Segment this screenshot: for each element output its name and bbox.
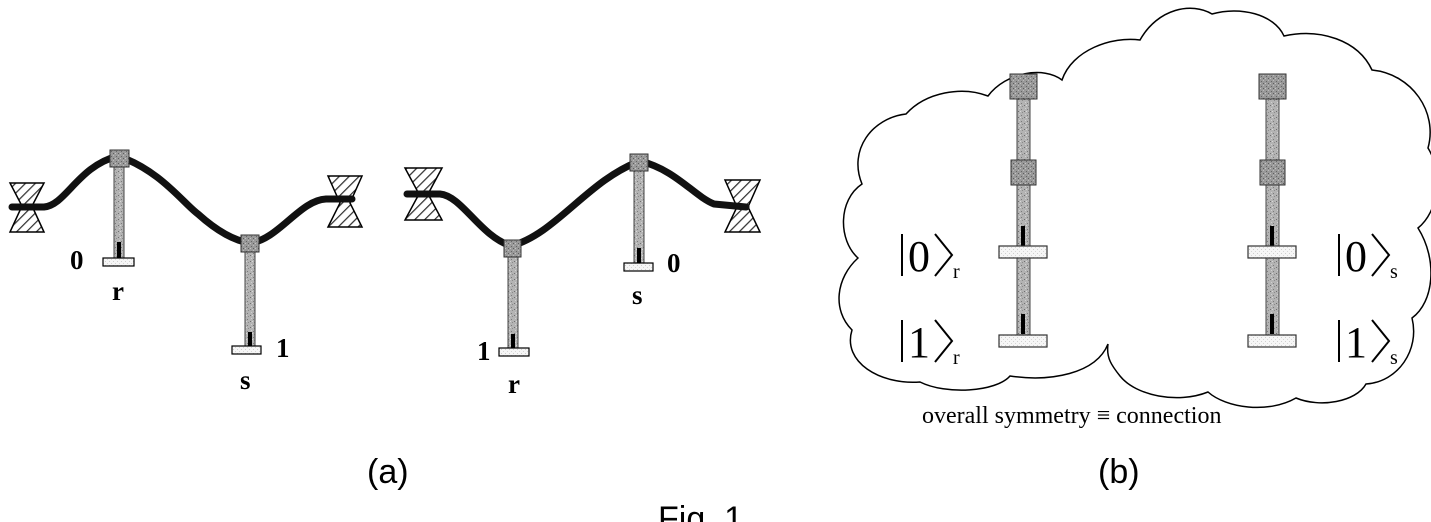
stem-column-s xyxy=(1265,85,1280,339)
ket-s0-subscript: s xyxy=(1390,261,1398,283)
symmetry-note: overall symmetry ≡ connection xyxy=(922,403,1221,429)
caption-a: (a) xyxy=(367,453,409,491)
plate-s-a2 xyxy=(623,262,654,272)
label-s-a2: s xyxy=(632,280,643,310)
top-block-column-s xyxy=(1258,73,1287,100)
top-block-r-a2 xyxy=(503,239,522,258)
caption-b: (b) xyxy=(1098,453,1140,491)
ket-s0: 0 s xyxy=(1338,232,1398,283)
cloud-outline xyxy=(838,7,1431,409)
ket-r1: 1 r xyxy=(901,318,960,369)
top-block-r-a1 xyxy=(109,149,130,168)
ket-r1-value: 1 xyxy=(908,318,930,367)
top-block-s-a2 xyxy=(629,153,649,172)
label-state-r-a1: 0 xyxy=(70,245,84,275)
ket-s1: 1 s xyxy=(1338,318,1398,369)
label-state-s-a1: 1 xyxy=(276,333,290,363)
string-a1 xyxy=(8,152,356,247)
ket-r1-subscript: r xyxy=(953,347,960,369)
label-s-a1: s xyxy=(240,365,251,395)
mid-block-column-r xyxy=(1010,159,1037,186)
plate-column-s-0 xyxy=(1247,245,1297,259)
pointer-column-s-lower xyxy=(1270,314,1274,334)
plate-r-a2 xyxy=(498,347,530,357)
stem-r-a2 xyxy=(507,247,519,349)
figure-caption: Fig. 1 xyxy=(658,500,743,522)
column-s xyxy=(1247,73,1297,348)
pointer-s-a2 xyxy=(637,248,641,263)
pointer-column-s-upper xyxy=(1270,226,1274,246)
ket-r0: 0 r xyxy=(901,232,960,283)
plate-s-a1 xyxy=(231,345,262,355)
label-r-a2: r xyxy=(508,369,520,399)
column-r xyxy=(998,73,1048,348)
label-state-s-a2: 0 xyxy=(667,248,681,278)
pointer-column-r-lower xyxy=(1021,314,1025,334)
ket-s1-value: 1 xyxy=(1345,318,1367,367)
top-block-s-a1 xyxy=(240,234,260,253)
top-block-column-r xyxy=(1009,73,1038,100)
pointer-r-a2 xyxy=(511,334,515,348)
ket-r0-subscript: r xyxy=(953,261,960,283)
ket-s1-subscript: s xyxy=(1390,347,1398,369)
ket-s0-value: 0 xyxy=(1345,232,1367,281)
plate-column-s-1 xyxy=(1247,334,1297,348)
pointer-s-a1 xyxy=(248,332,252,346)
panel-b: 0 r 1 r 0 s 1 s overall symmetry ≡ conne… xyxy=(838,7,1431,429)
string-a2 xyxy=(403,157,750,250)
plate-column-r-0 xyxy=(998,245,1048,259)
label-state-r-a2: 1 xyxy=(477,336,491,366)
mid-block-column-s xyxy=(1259,159,1286,186)
plate-r-a1 xyxy=(102,257,135,267)
pointer-r-a1 xyxy=(117,242,121,258)
pointer-column-r-upper xyxy=(1021,226,1025,246)
plate-column-r-1 xyxy=(998,334,1048,348)
panel-a-right-config: 1 r 0 s xyxy=(403,153,762,399)
panel-a-left-config: 0 r 1 s xyxy=(8,149,364,395)
label-r-a1: r xyxy=(112,276,124,306)
stem-column-r xyxy=(1016,85,1031,339)
stem-s-a1 xyxy=(244,243,256,347)
ket-r0-value: 0 xyxy=(908,232,930,281)
